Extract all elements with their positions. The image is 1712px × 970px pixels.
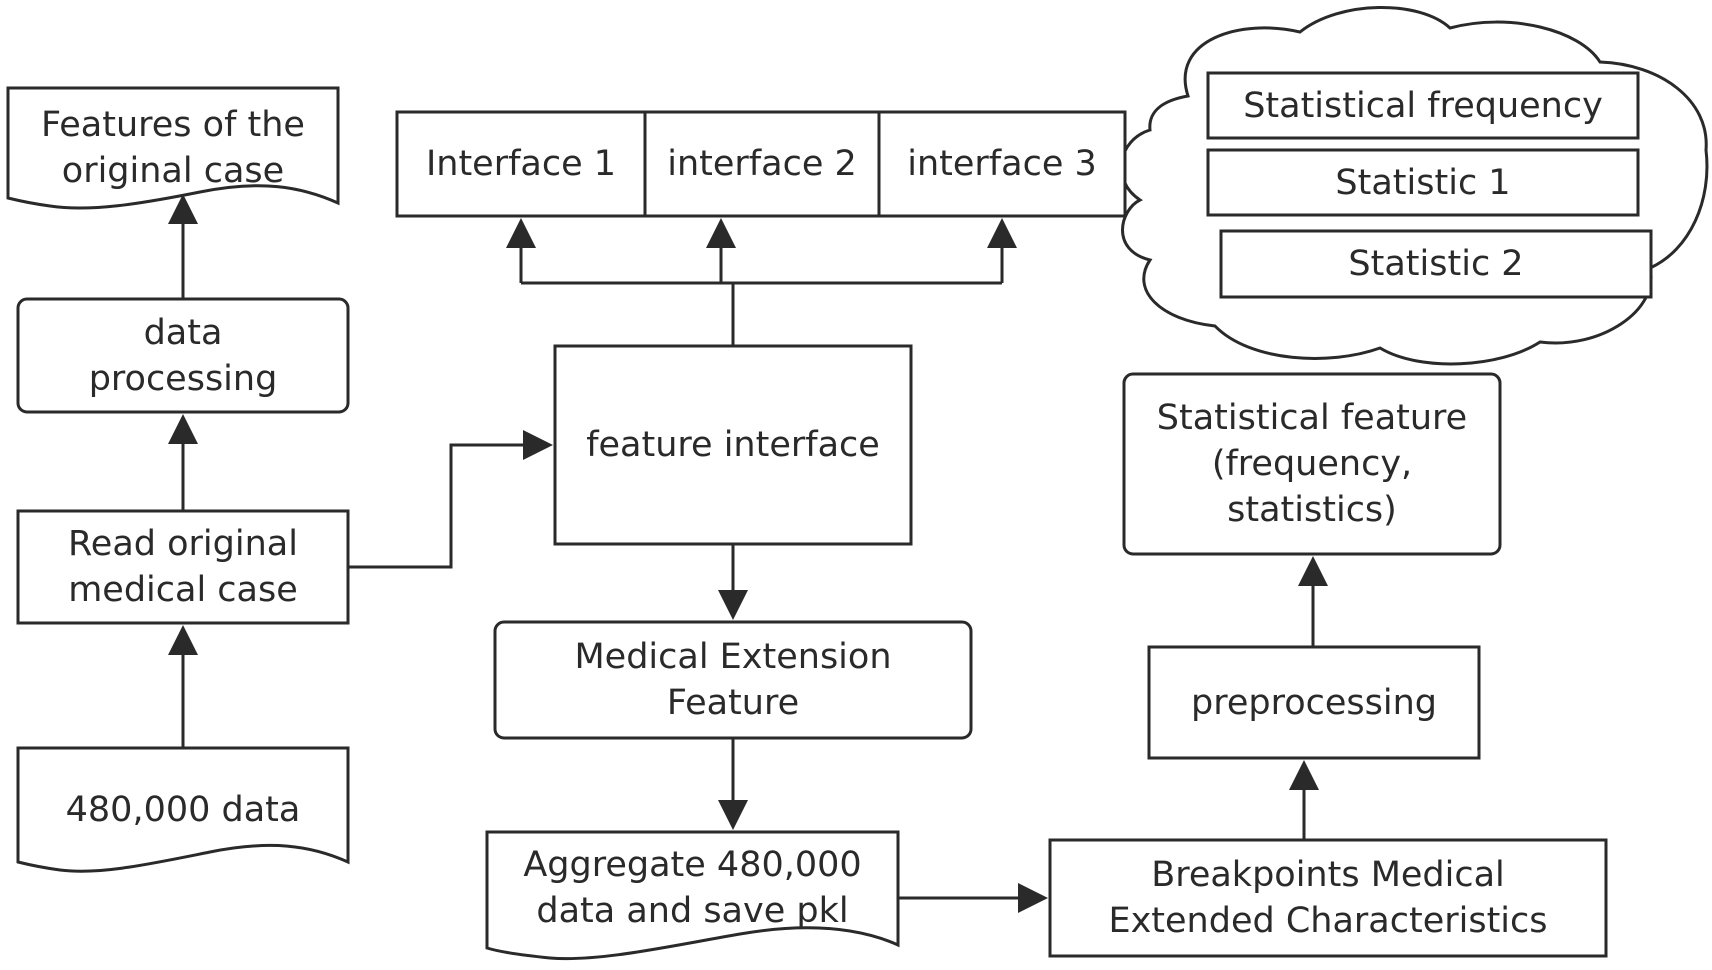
raw-data-label: 480,000 data [65, 790, 301, 830]
original-features-label: Features of the original case [41, 105, 305, 191]
read-case-box [16, 509, 350, 625]
raw-data-document [16, 746, 350, 873]
feature-interface-box [553, 344, 913, 546]
statistic-1-box [1206, 148, 1640, 217]
statistical-feature-label: Statistical feature (frequency, statisti… [1156, 398, 1468, 530]
statistic-2-label: Statistic 2 [1348, 244, 1524, 284]
preprocessing-label: preprocessing [1191, 682, 1437, 723]
interface-3-label: interface 3 [907, 144, 1097, 184]
statistical-feature-box [1122, 372, 1502, 556]
interface-2-label: interface 2 [667, 144, 857, 184]
aggregate-document [485, 830, 900, 961]
breakpoints-box [1048, 838, 1608, 958]
interface-table [395, 110, 1127, 218]
aggregate-label: Aggregate 480,000 data and save pkl [523, 845, 862, 931]
read-case-label: Read original medical case [68, 524, 298, 610]
statistic-2-box [1219, 229, 1653, 299]
data-processing-label: data processing [88, 312, 278, 399]
arrow-read-to-feature-interface [348, 430, 553, 569]
stat-frequency-box [1206, 71, 1640, 140]
medical-extension-label: Medical Extension Feature [574, 637, 892, 723]
stat-frequency-label: Statistical frequency [1243, 85, 1603, 126]
interface-1-label: Interface 1 [425, 144, 617, 184]
breakpoints-label: Breakpoints Medical Extended Characteris… [1108, 855, 1548, 941]
original-features-document [6, 86, 340, 210]
statistic-1-label: Statistic 1 [1335, 162, 1511, 203]
feature-interface-label: feature interface [586, 425, 880, 465]
